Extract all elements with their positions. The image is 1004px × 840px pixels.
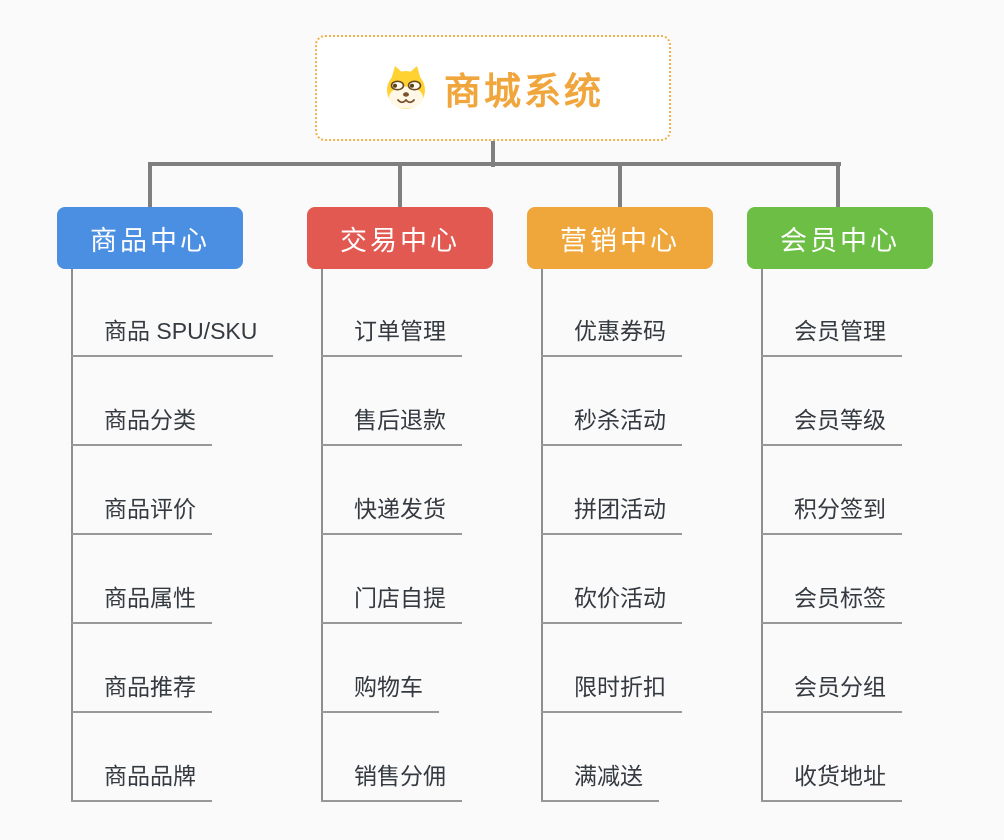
tree-vertical-line [541,269,543,802]
connector-branch-drop [836,162,840,209]
tree-vertical-line [761,269,763,802]
leaf-row: 秒杀活动 [541,357,801,446]
leaf-topic[interactable]: 积分签到 [761,490,902,535]
leaf-topic[interactable]: 会员分组 [761,668,902,713]
leaf-row: 商品评价 [71,446,331,535]
leaf-row: 商品 SPU/SKU [71,269,331,357]
leaf-row: 限时折扣 [541,624,801,713]
leaf-row: 销售分佣 [321,713,581,802]
leaf-row: 优惠券码 [541,269,801,357]
branch-node[interactable]: 营销中心 [527,207,713,269]
leaf-row: 购物车 [321,624,581,713]
connector-horizontal-rail [148,162,841,166]
leaf-row: 会员标签 [761,535,1004,624]
leaf-row: 满减送 [541,713,801,802]
leaf-topic[interactable]: 售后退款 [321,401,462,446]
leaf-row: 收货地址 [761,713,1004,802]
leaf-topic[interactable]: 会员等级 [761,401,902,446]
leaf-topic[interactable]: 收货地址 [761,757,902,802]
branch-node[interactable]: 交易中心 [307,207,493,269]
connector-branch-drop [398,162,402,209]
leaf-topic[interactable]: 优惠券码 [541,312,682,357]
leaf-row: 商品分类 [71,357,331,446]
leaf-topic[interactable]: 会员管理 [761,312,902,357]
leaf-row: 售后退款 [321,357,581,446]
leaf-column: 订单管理售后退款快递发货门店自提购物车销售分佣 [321,269,581,802]
leaf-row: 砍价活动 [541,535,801,624]
tree-vertical-line [71,269,73,802]
branch-node-label: 会员中心 [780,225,900,256]
leaf-column: 优惠券码秒杀活动拼团活动砍价活动限时折扣满减送 [541,269,801,802]
leaf-row: 会员分组 [761,624,1004,713]
branch-node-label: 商品中心 [90,225,210,256]
leaf-topic[interactable]: 商品评价 [71,490,212,535]
leaf-row: 订单管理 [321,269,581,357]
branch-node[interactable]: 会员中心 [747,207,933,269]
branch-node-label: 交易中心 [340,225,460,256]
leaf-topic[interactable]: 商品品牌 [71,757,212,802]
leaf-topic[interactable]: 会员标签 [761,579,902,624]
leaf-row: 会员等级 [761,357,1004,446]
leaf-row: 积分签到 [761,446,1004,535]
root-node-mall-system[interactable]: 商城系统 [315,35,671,141]
leaf-topic[interactable]: 商品 SPU/SKU [71,312,274,357]
leaf-topic[interactable]: 快递发货 [321,490,462,535]
leaf-row: 商品品牌 [71,713,331,802]
leaf-row: 商品推荐 [71,624,331,713]
connector-branch-drop [618,162,622,209]
leaf-topic[interactable]: 拼团活动 [541,490,682,535]
leaf-column: 商品 SPU/SKU 商品分类商品评价商品属性商品推荐商品品牌 [71,269,331,802]
leaf-topic[interactable]: 满减送 [541,757,659,802]
branch-node[interactable]: 商品中心 [57,207,243,269]
leaf-column: 会员管理会员等级积分签到会员标签会员分组收货地址 [761,269,1004,802]
leaf-row: 快递发货 [321,446,581,535]
leaf-topic[interactable]: 秒杀活动 [541,401,682,446]
leaf-topic[interactable]: 限时折扣 [541,668,682,713]
leaf-topic[interactable]: 砍价活动 [541,579,682,624]
leaf-topic[interactable]: 订单管理 [321,312,462,357]
leaf-row: 拼团活动 [541,446,801,535]
leaf-topic[interactable]: 商品属性 [71,579,212,624]
leaf-row: 门店自提 [321,535,581,624]
leaf-topic[interactable]: 购物车 [321,668,439,713]
leaf-row: 商品属性 [71,535,331,624]
tree-vertical-line [321,269,323,802]
leaf-topic[interactable]: 销售分佣 [321,757,462,802]
branch-node-label: 营销中心 [560,225,680,256]
leaf-topic[interactable]: 门店自提 [321,579,462,624]
leaf-topic[interactable]: 商品分类 [71,401,212,446]
leaf-row: 会员管理 [761,269,1004,357]
root-node-title: 商城系统 [444,71,604,112]
leaf-topic[interactable]: 商品推荐 [71,668,212,713]
connector-root-drop [491,140,495,167]
dog-face-icon [387,66,425,109]
connector-branch-drop [148,162,152,209]
